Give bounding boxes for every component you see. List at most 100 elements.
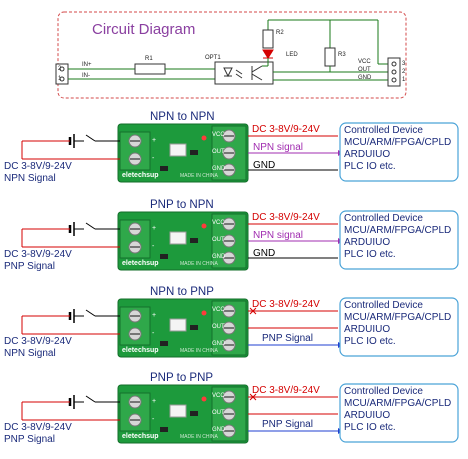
module-made-in: MADE IN CHINA — [180, 261, 218, 267]
controlled-device-box — [339, 297, 459, 357]
circuit-pin-2b: 2 — [402, 69, 406, 75]
module-in-minus: - — [152, 330, 155, 337]
output-signal-label: PNP Signal — [262, 419, 313, 430]
panel-wiring-3 — [21, 297, 459, 358]
input-voltage-label: DC 3-8V/9-24V — [4, 422, 72, 433]
gnd-label: GND — [253, 248, 276, 259]
panel-heading: PNP to PNP — [150, 372, 214, 384]
controlled-device-text: Controlled Device MCU/ARM/FPGA/CPLD ARDU… — [344, 300, 452, 347]
switch — [85, 309, 96, 317]
circuit-label-out: OUT — [358, 67, 371, 73]
module-in-minus: - — [152, 416, 155, 423]
circuit-label-r3: R3 — [338, 52, 346, 58]
module-out-label: OUT — [212, 410, 225, 416]
optocoupler-chip — [169, 231, 187, 245]
supply-label: DC 3-8V/9-24V — [252, 124, 320, 135]
smd-part — [160, 427, 168, 432]
circuit-pin-2: 2 — [58, 66, 62, 72]
status-led — [201, 310, 207, 316]
input-voltage-label: DC 3-8V/9-24V — [4, 336, 72, 347]
circuit-label-in-plus: IN+ — [82, 62, 92, 68]
circuit-pin-1: 1 — [58, 76, 62, 82]
module-vcc-label: VCC — [212, 220, 225, 226]
optocoupler-chip — [169, 143, 187, 157]
controlled-device-text: Controlled Device MCU/ARM/FPGA/CPLD ARDU… — [344, 125, 452, 172]
module-in-minus: - — [152, 243, 155, 250]
circuit-label-led: LED — [286, 52, 298, 58]
panel-wiring-4 — [21, 383, 459, 444]
module-gnd-label: GND — [212, 427, 226, 433]
circuit-label-gnd: GND — [358, 75, 372, 81]
supply-label: DC 3-8V/9-24V — [252, 385, 320, 396]
panel-wiring-1 — [21, 122, 459, 183]
circuit-label-vcc: VCC — [358, 59, 371, 65]
smd-part — [190, 150, 198, 155]
module-in-plus: + — [152, 312, 157, 319]
controlled-device-box — [339, 383, 459, 443]
output-signal-label: PNP Signal — [262, 333, 313, 344]
panel-wiring-2 — [21, 210, 459, 271]
status-led — [201, 396, 207, 402]
output-signal-label: NPN signal — [253, 142, 304, 153]
input-signal-label: PNP Signal — [4, 434, 55, 445]
input-signal-label: PNP Signal — [4, 261, 55, 272]
module-brand: eletechsup — [122, 433, 159, 440]
input-voltage-label: DC 3-8V/9-24V — [4, 161, 72, 172]
module-vcc-label: VCC — [212, 132, 225, 138]
module-gnd-label: GND — [212, 166, 226, 172]
module-vcc-label: VCC — [212, 307, 225, 313]
supply-label: DC 3-8V/9-24V — [252, 299, 320, 310]
circuit-title: Circuit Diagram — [92, 21, 196, 38]
switch — [85, 395, 96, 403]
circuit-label-opt1: OPT1 — [205, 55, 221, 61]
module-brand: eletechsup — [122, 172, 159, 179]
supply-label: DC 3-8V/9-24V — [252, 212, 320, 223]
module-gnd-label: GND — [212, 341, 226, 347]
smd-part — [160, 166, 168, 171]
smd-part — [160, 254, 168, 259]
circuit-pin-3: 3 — [402, 61, 406, 67]
circuit-label-in-minus: IN- — [82, 73, 90, 79]
controlled-device-box — [339, 210, 459, 270]
optocoupler-chip — [169, 404, 187, 418]
module-brand: eletechsup — [122, 260, 159, 267]
module-in-minus: - — [152, 155, 155, 162]
module-vcc-label: VCC — [212, 393, 225, 399]
circuit-schematic — [55, 11, 407, 99]
panel-heading: NPN to NPN — [150, 111, 215, 123]
module-out-label: OUT — [212, 324, 225, 330]
switch — [85, 134, 96, 142]
module-out-label: OUT — [212, 237, 225, 243]
module-gnd-label: GND — [212, 254, 226, 260]
controlled-device-text: Controlled Device MCU/ARM/FPGA/CPLD ARDU… — [344, 386, 452, 433]
smd-part — [160, 341, 168, 346]
gnd-label: GND — [253, 160, 276, 171]
circuit-label-r1: R1 — [145, 56, 153, 62]
circuit-pin-1b: 1 — [402, 77, 406, 83]
panel-heading: NPN to PNP — [150, 286, 214, 298]
input-signal-label: NPN Signal — [4, 348, 56, 359]
circuit-label-r2: R2 — [276, 30, 284, 36]
module-made-in: MADE IN CHINA — [180, 434, 218, 440]
controlled-device-text: Controlled Device MCU/ARM/FPGA/CPLD ARDU… — [344, 213, 452, 260]
module-made-in: MADE IN CHINA — [180, 173, 218, 179]
module-made-in: MADE IN CHINA — [180, 348, 218, 354]
module-in-plus: + — [152, 137, 157, 144]
smd-part — [190, 238, 198, 243]
optocoupler-chip — [169, 318, 187, 332]
module-out-label: OUT — [212, 149, 225, 155]
smd-part — [190, 411, 198, 416]
input-signal-label: NPN Signal — [4, 173, 56, 184]
status-led — [201, 135, 207, 141]
input-voltage-label: DC 3-8V/9-24V — [4, 249, 72, 260]
module-in-plus: + — [152, 398, 157, 405]
module-in-plus: + — [152, 225, 157, 232]
switch — [85, 222, 96, 230]
panel-heading: PNP to NPN — [150, 199, 214, 211]
status-led — [201, 223, 207, 229]
